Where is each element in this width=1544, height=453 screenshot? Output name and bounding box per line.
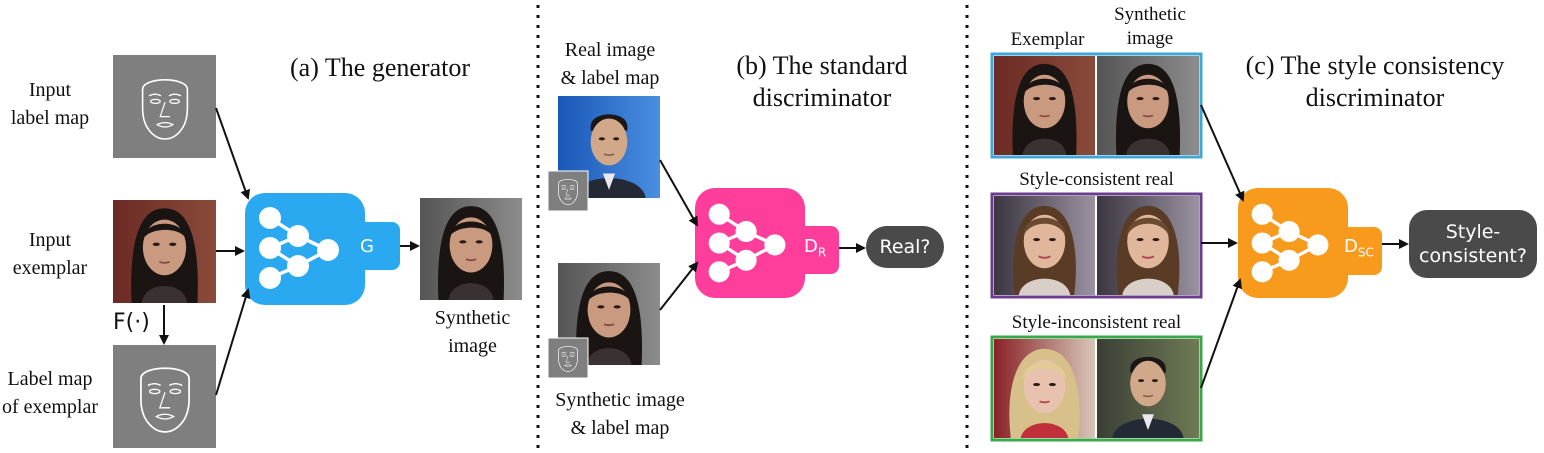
arrow-inconsistent-to-dsc — [1200, 278, 1242, 389]
exemplar-header: Exemplar — [1010, 29, 1085, 50]
synthetic-pair-label: Synthetic image & label map — [540, 386, 700, 442]
panel-b-title-line1: (b) The standard — [736, 51, 908, 80]
panel-b-title: (b) The standard discriminator — [712, 50, 932, 114]
synthetic-a-line2: image — [448, 335, 497, 357]
synthetic-header-line2: image — [1126, 28, 1174, 49]
real-image-b — [547, 96, 660, 212]
input-exemplar-line1: Input — [28, 229, 72, 251]
arrow-labelmap-to-g — [215, 107, 251, 200]
input-label-map-line1: Input — [28, 79, 72, 101]
exemplar-synthetic-pair — [990, 52, 1203, 159]
synthetic-image-b — [547, 263, 660, 379]
real-pair-line2: & label map — [560, 67, 660, 89]
dsc-tag: DSC — [1344, 236, 1374, 260]
dr-tag-sub: R — [817, 245, 827, 260]
style-inconsistent-label: Style-inconsistent real — [1011, 312, 1182, 333]
standard-discriminator-network-icon — [695, 188, 839, 298]
real-pair-line1: Real image — [564, 39, 656, 61]
label-map-of-exemplar-label: Label map of exemplar — [0, 365, 100, 421]
style-consistent-real-pair — [990, 192, 1203, 299]
output-sc-line2: consistent? — [1419, 245, 1527, 267]
panel-a-title: (a) The generator — [290, 53, 470, 82]
function-f-label: F(·) — [113, 310, 150, 335]
label-map-of-exemplar-line2: of exemplar — [1, 396, 99, 418]
input-exemplar-image — [113, 200, 216, 303]
arrow-pair-to-dsc — [1200, 104, 1245, 202]
style-inconsistent-real-pair — [990, 335, 1203, 442]
generator-network-icon — [245, 193, 400, 305]
label-map-of-exemplar-line1: Label map — [7, 368, 93, 390]
arrow-exlabelmap-to-g — [215, 288, 251, 396]
style-consistency-discriminator-network-icon — [1238, 188, 1382, 298]
synthetic-pair-line1: Synthetic image — [555, 389, 685, 411]
input-label-map-image — [113, 55, 216, 158]
generator-tag: G — [360, 236, 374, 257]
input-label-map-line2: label map — [10, 107, 90, 129]
synthetic-pair-line2: & label map — [570, 417, 670, 439]
panel-c-title-line2: discriminator — [1305, 83, 1445, 112]
real-pair-label: Real image & label map — [545, 36, 675, 92]
panel-b-title-line2: discriminator — [752, 83, 892, 112]
output-real-text: Real? — [879, 236, 931, 258]
arrow-real-to-dr — [659, 159, 698, 227]
synthetic-image-header: Synthetic image — [1100, 3, 1200, 51]
synthetic-image-a-label: Synthetic image — [425, 304, 520, 360]
output-sc-line1: Style- — [1445, 221, 1501, 243]
synthetic-image-a — [420, 198, 522, 300]
dr-tag: DR — [804, 236, 826, 260]
output-style-consistent-pill — [1409, 210, 1537, 278]
panel-c-title: (c) The style consistency discriminator — [1230, 50, 1520, 114]
dsc-tag-sub: SC — [1357, 245, 1374, 260]
synthetic-header-line1: Synthetic — [1114, 4, 1186, 25]
dsc-tag-main: D — [1344, 236, 1358, 257]
input-exemplar-line2: exemplar — [12, 257, 88, 279]
panel-c-title-line1: (c) The style consistency — [1245, 51, 1505, 80]
input-label-map-label: Input label map — [0, 76, 100, 132]
arrow-synth-to-dr — [659, 261, 699, 311]
synthetic-a-line1: Synthetic — [434, 307, 511, 329]
dr-tag-main: D — [804, 236, 818, 257]
output-style-consistent-text: Style- consistent? — [1409, 220, 1537, 268]
output-real-pill — [866, 226, 944, 268]
style-consistent-label: Style-consistent real — [1019, 169, 1174, 190]
label-map-of-exemplar-image — [113, 345, 216, 448]
input-exemplar-label: Input exemplar — [0, 226, 100, 282]
